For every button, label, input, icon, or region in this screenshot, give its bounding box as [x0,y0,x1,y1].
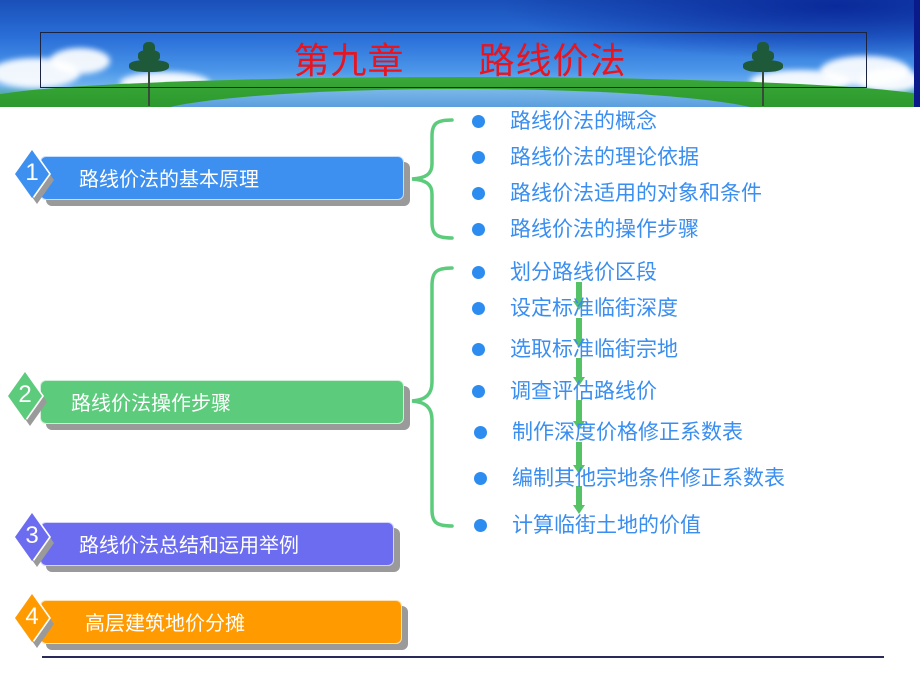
section-4-badge: 4 [15,594,54,648]
section-2-number: 2 [18,381,32,408]
list-item-text: 选取标准临街宗地 [510,337,678,361]
title-frame [40,32,867,88]
section-2-bar[interactable]: 路线价法操作步骤 [40,380,404,424]
list-item-text: 划分路线价区段 [510,260,657,284]
header-banner [0,0,920,107]
arrow-down-icon [573,442,585,476]
bullet-icon [472,385,485,398]
section-3-badge: 3 [15,513,54,567]
list-item-text: 调查评估路线价 [510,379,657,403]
arrow-down-icon [573,400,585,432]
arrow-down-icon [573,318,585,350]
brace-icon [411,118,454,240]
tree-icon [124,38,174,107]
bullet-icon [474,472,487,485]
section-1-bar[interactable]: 路线价法的基本原理 [40,156,404,200]
list-item-text: 路线价法的理论依据 [510,145,699,169]
section-3-number: 3 [25,522,39,549]
sky-gradient [500,0,920,60]
section-4-label: 高层建筑地价分摊 [85,611,245,635]
arrow-down-icon [573,486,585,516]
bullet-icon [472,115,485,128]
section-3-label: 路线价法总结和运用举例 [79,533,299,557]
bullet-icon [472,266,485,279]
section-1-label: 路线价法的基本原理 [79,167,259,191]
footer-divider [42,656,884,658]
tree-icon [738,38,788,107]
list-item-text: 路线价法的概念 [510,109,657,133]
section-2-badge: 2 [8,372,47,426]
list-item-text: 路线价法适用的对象和条件 [510,181,762,205]
banner-edge [914,0,920,107]
list-item-text: 计算临街土地的价值 [512,513,701,537]
list-item-text: 编制其他宗地条件修正系数表 [512,466,785,490]
horizon [150,89,770,107]
section-3-bar[interactable]: 路线价法总结和运用举例 [40,522,394,566]
brace-icon [411,266,454,528]
arrow-down-icon [573,282,585,310]
section-1-number: 1 [25,159,39,186]
bullet-icon [472,223,485,236]
cloud [50,48,110,74]
bullet-icon [472,302,485,315]
page-title: 第九章 路线价法 [293,41,627,82]
bullet-icon [474,519,487,532]
arrow-down-icon [573,358,585,388]
bullet-icon [472,151,485,164]
bullet-icon [474,426,487,439]
list-item-text: 路线价法的操作步骤 [510,217,699,241]
bullet-icon [472,343,485,356]
section-1-badge: 1 [15,150,54,204]
list-item-text: 设定标准临街深度 [510,296,678,320]
section-2-label: 路线价法操作步骤 [71,391,231,415]
bullet-icon [472,187,485,200]
section-4-bar[interactable]: 高层建筑地价分摊 [40,600,402,644]
list-item-text: 制作深度价格修正系数表 [512,420,743,444]
section-4-number: 4 [25,603,39,630]
